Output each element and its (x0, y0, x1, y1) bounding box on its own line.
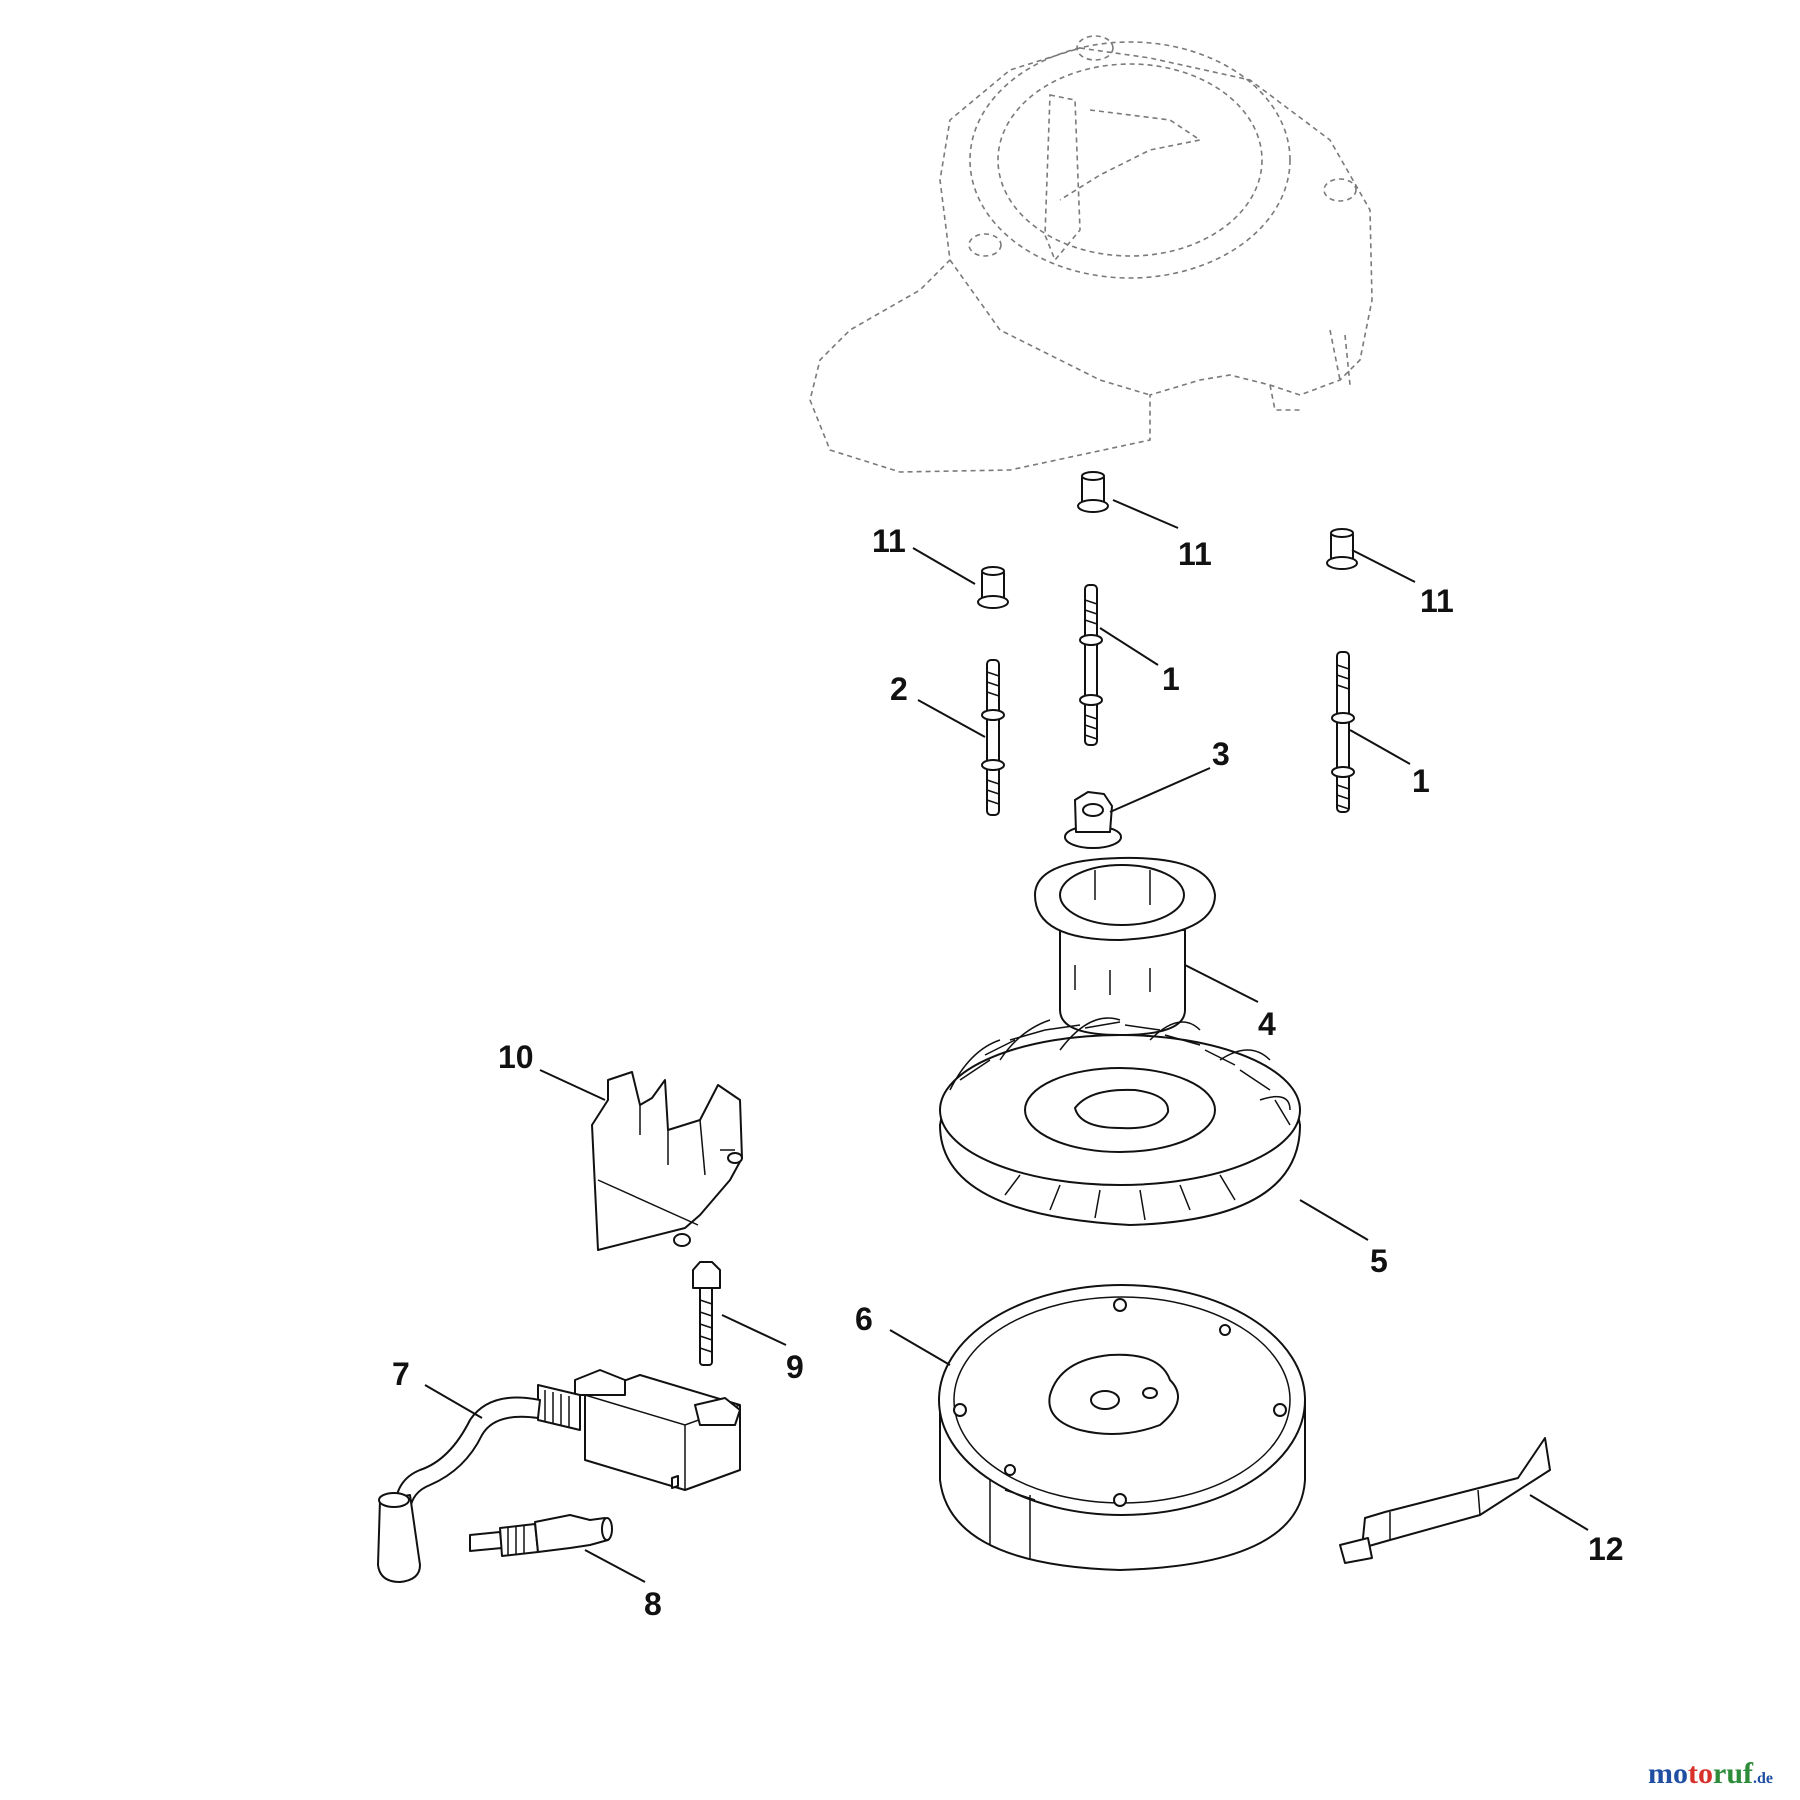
callout-4: 4 (1258, 1006, 1276, 1042)
callout-11-center: 11 (1178, 536, 1212, 572)
part-7-ignition-coil (377, 1369, 741, 1583)
part-1-stud-center (1079, 584, 1103, 746)
part-4-starter-cup (1034, 856, 1216, 1036)
part-2-stud (981, 659, 1005, 816)
callout-6: 6 (855, 1301, 873, 1337)
callout-8: 8 (644, 1586, 662, 1622)
leader-lines (424, 499, 1589, 1583)
part-1-stud-right (1331, 651, 1355, 813)
callout-1-center: 1 (1162, 661, 1180, 697)
callout-labels: 11 11 11 1 1 2 3 4 5 6 7 8 9 10 12 (392, 523, 1624, 1622)
callout-5: 5 (1370, 1243, 1388, 1279)
logo-part-to: to (1688, 1757, 1713, 1790)
callout-9: 9 (786, 1349, 804, 1385)
callout-2: 2 (890, 671, 908, 707)
part-9-bolt (692, 1261, 721, 1366)
callout-7: 7 (392, 1356, 410, 1392)
part-11-spacer-right (1326, 528, 1358, 570)
callout-12: 12 (1588, 1531, 1624, 1567)
part-12-clip (1339, 1437, 1551, 1564)
logo-tld: .de (1753, 1770, 1773, 1787)
callout-11-left: 11 (872, 523, 906, 559)
svg-text:motoruf.de: motoruf.de (1648, 1757, 1773, 1790)
callout-10: 10 (498, 1039, 534, 1075)
part-11-spacer-center (1077, 471, 1109, 513)
part-3-flange-nut (1064, 791, 1122, 849)
motoruf-logo: motoruf.de (1648, 1757, 1773, 1790)
blower-housing-ghost (809, 35, 1373, 473)
callout-3: 3 (1212, 736, 1230, 772)
callout-1-right: 1 (1412, 763, 1430, 799)
logo-part-mo: mo (1648, 1757, 1688, 1790)
callout-11-right: 11 (1420, 583, 1454, 619)
part-11-spacer-left (977, 566, 1009, 609)
logo-part-ruf: ruf (1713, 1757, 1754, 1790)
part-5-cooling-fan (939, 1017, 1301, 1226)
part-10-shield (591, 1071, 743, 1251)
part-6-flywheel (938, 1284, 1306, 1571)
part-8-spark-plug (469, 1514, 613, 1557)
